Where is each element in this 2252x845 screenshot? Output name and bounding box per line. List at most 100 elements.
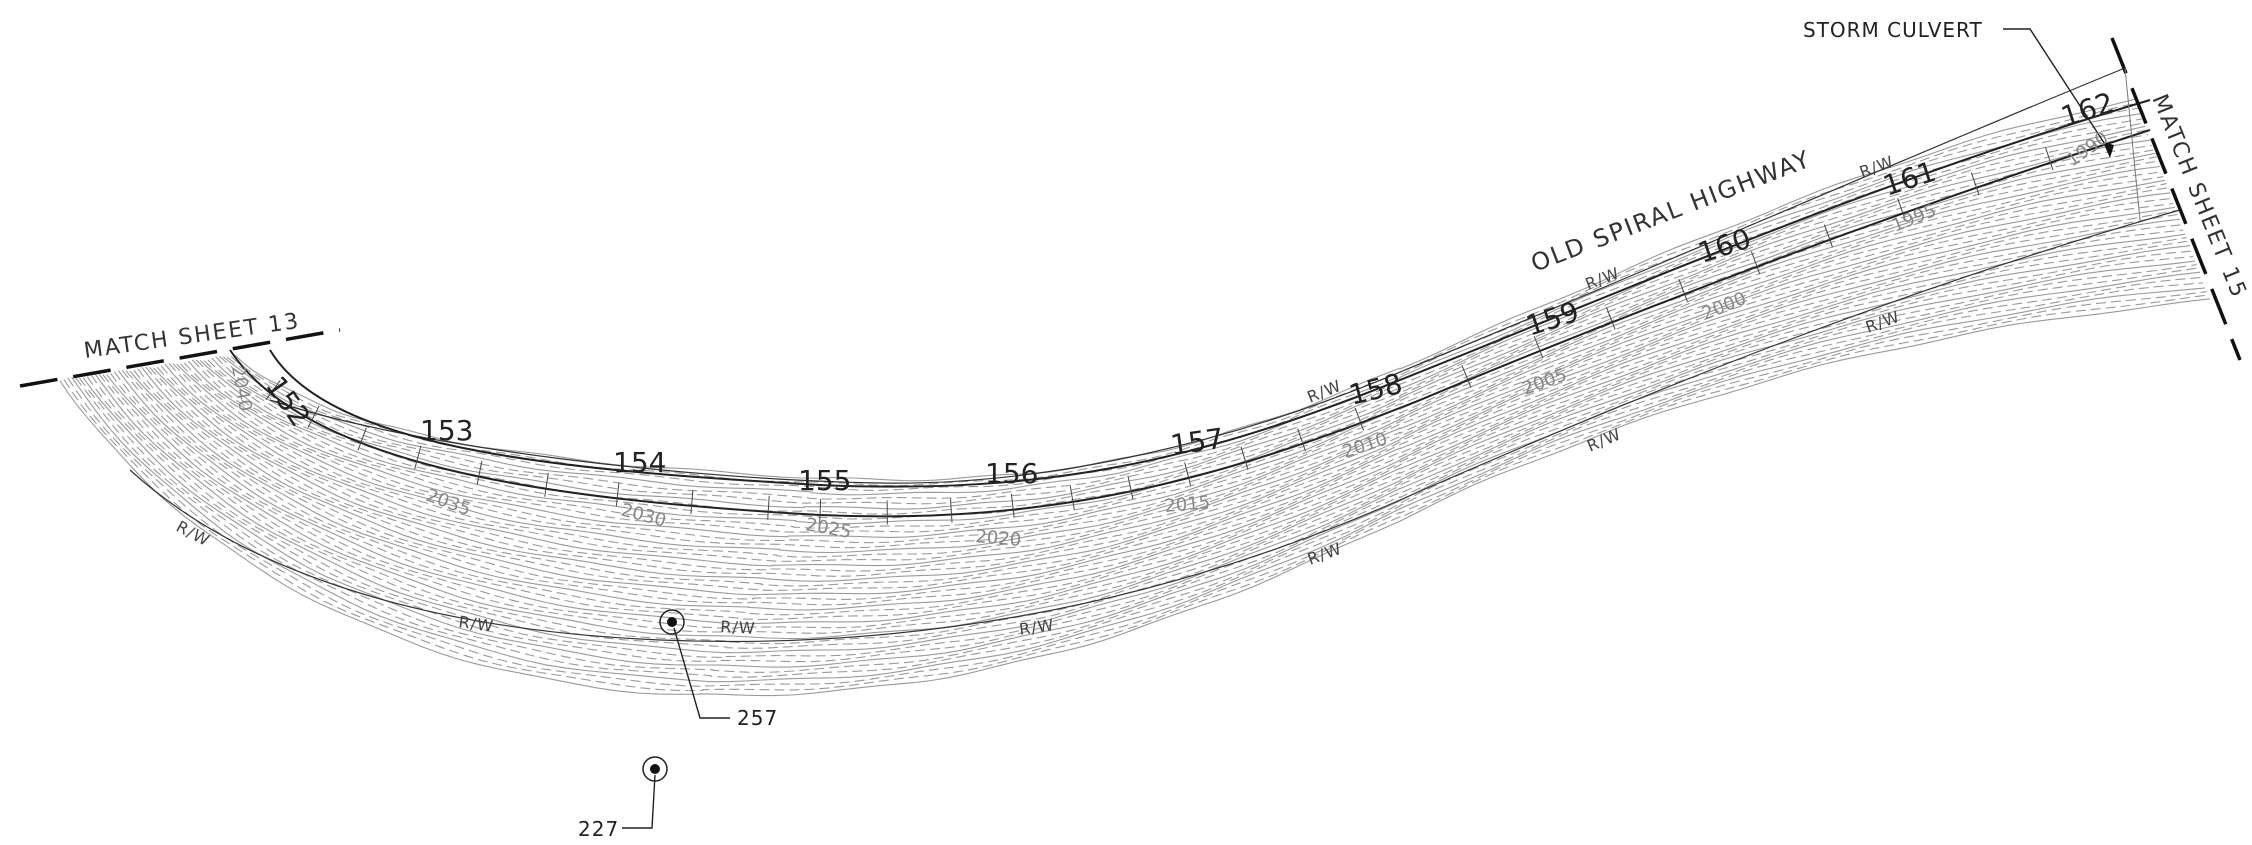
station-label: 155: [798, 464, 851, 497]
station-tick: [307, 405, 320, 428]
rw-label: R/W: [1584, 424, 1624, 455]
survey-point-257[interactable]: [659, 609, 685, 635]
contour-line: [152, 192, 2171, 582]
elevation-label: 1995: [1889, 200, 1939, 237]
station-label: 154: [613, 446, 666, 479]
contour-line: [78, 276, 2202, 673]
station-tick: [1823, 224, 1833, 248]
point-257-leader: [673, 627, 730, 719]
point-227-leader: [622, 774, 656, 829]
contour-line: [98, 256, 2194, 649]
station-ticks: [265, 147, 2054, 525]
contour-line: [71, 287, 2206, 683]
right-of-way-lower: [129, 209, 2181, 643]
station-tick: [1897, 198, 1907, 222]
station-tick: [544, 472, 549, 497]
survey-point-icon: [659, 609, 685, 635]
station-tick: [1533, 335, 1544, 359]
station-tick: [265, 380, 281, 401]
contour-line: [195, 144, 2152, 529]
highway-name-label: OLD SPIRAL HIGHWAY: [1527, 145, 1815, 278]
contour-line: [86, 267, 2199, 663]
station-tick: [1127, 475, 1134, 500]
station-tick: [1605, 307, 1616, 330]
station-label: 157: [1168, 422, 1226, 462]
right-end-line: [2124, 67, 2141, 221]
contour-line: [164, 179, 2166, 567]
elevation-label: 2030: [619, 500, 669, 532]
contour-line: [230, 102, 2137, 487]
contour-line: [191, 149, 2154, 533]
elevation-label: 2040: [227, 364, 256, 413]
station-tick: [950, 498, 953, 523]
contour-line: [207, 129, 2147, 515]
contour-line: [148, 197, 2172, 587]
contour-line: [211, 125, 2146, 510]
contour-line: [215, 122, 2144, 505]
contour-line: [183, 156, 2157, 544]
station-tick: [1354, 407, 1365, 431]
point-227-label: 227: [578, 817, 619, 841]
contour-line: [110, 240, 2189, 634]
station-label: 160: [1694, 222, 1755, 270]
station-label: 162: [2057, 86, 2118, 134]
storm-culvert-label: STORM CULVERT: [1803, 18, 1983, 42]
station-tick: [1297, 428, 1306, 452]
contour-line: [125, 224, 2182, 616]
point-257-label: 257: [737, 706, 778, 730]
contour-line: [187, 152, 2156, 538]
station-label: 153: [420, 414, 473, 447]
station-tick: [1461, 365, 1472, 388]
elevation-label: 2015: [1164, 492, 1211, 517]
station-tick: [414, 445, 422, 470]
match-line-left: [19, 328, 341, 388]
rw-label: R/W: [173, 517, 213, 550]
station-tick: [1678, 278, 1688, 302]
contour-line: [82, 271, 2201, 668]
station-tick: [767, 495, 770, 520]
station-tick: [615, 482, 620, 507]
contour-line: [180, 160, 2159, 549]
rw-label: R/W: [1018, 615, 1056, 639]
station-tick: [1010, 493, 1015, 518]
contour-line: [137, 210, 2177, 600]
station-tick: [1240, 446, 1249, 470]
contour-line: [113, 237, 2187, 629]
contour-line: [59, 298, 2211, 697]
station-label: 156: [985, 457, 1038, 490]
contour-line: [156, 187, 2169, 577]
storm-culvert-leader: [2003, 28, 2111, 153]
contour-line: [222, 113, 2141, 496]
contour-line: [176, 165, 2161, 554]
contour-line: [219, 118, 2142, 500]
contour-line: [67, 291, 2207, 688]
contour-lines: [59, 98, 2211, 697]
contour-line: [168, 176, 2164, 562]
station-tick: [690, 489, 694, 514]
station-tick: [1184, 462, 1192, 486]
contour-line: [129, 218, 2181, 611]
station-label: 159: [1522, 295, 1583, 343]
contour-line: [121, 229, 2184, 620]
survey-point-dot-icon: [650, 764, 660, 774]
contour-line: [234, 98, 2136, 482]
station-tick: [357, 427, 367, 451]
station-tick: [819, 498, 822, 524]
contour-line: [133, 213, 2179, 606]
elevation-label: 2020: [975, 526, 1022, 551]
right-of-way-upper: [269, 67, 2126, 484]
station-tick: [2045, 147, 2054, 171]
road-edge-upper: [269, 99, 2151, 488]
match-sheet-15-label: MATCH SHEET 15: [2146, 91, 2251, 303]
rw-label: R/W: [457, 612, 495, 636]
contour-line: [145, 202, 2174, 591]
match-line-right: [2110, 37, 2242, 361]
survey-point-dot-icon: [667, 617, 677, 627]
contour-line: [90, 264, 2197, 658]
station-tick: [1750, 251, 1761, 275]
station-tick: [1069, 486, 1075, 510]
rw-label: R/W: [720, 617, 756, 638]
road-centerline: [229, 129, 2151, 518]
contour-line: [199, 139, 2151, 525]
contour-line: [63, 294, 2209, 692]
